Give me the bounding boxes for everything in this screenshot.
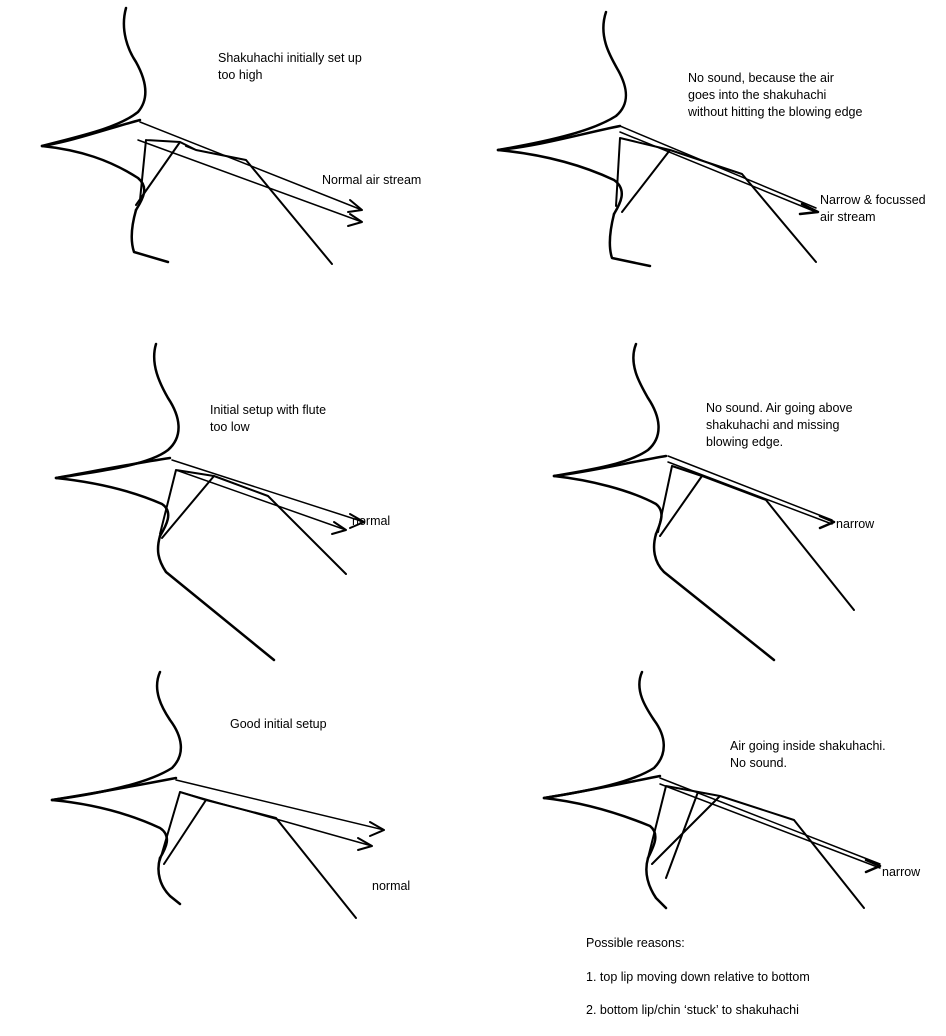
air-stream-top — [620, 126, 816, 208]
stream-label-normal-air-stream: Normal air stream — [322, 172, 421, 189]
panel-too-high: Shakuhachi initially set up too high Nor… — [0, 0, 470, 320]
possible-reasons-note: Possible reasons: 1. top lip moving down… — [586, 918, 810, 1036]
reason-item-1: 1. top lip moving down relative to botto… — [586, 969, 810, 986]
upper-lip — [544, 776, 660, 798]
stream-label-narrow: narrow — [882, 864, 920, 881]
reason-item-2: 2. bottom lip/chin ‘stuck’ to shakuhachi — [586, 1002, 810, 1019]
lower-lip — [56, 478, 168, 536]
chin-profile — [158, 858, 180, 904]
stream-label-normal: normal — [372, 878, 410, 895]
face-profile-upper — [554, 344, 659, 476]
lips-and-flute-drawing — [0, 340, 470, 660]
upper-lip — [56, 458, 170, 478]
upper-lip — [554, 456, 666, 476]
air-stream-top — [660, 778, 880, 864]
lips-and-flute-drawing — [0, 668, 470, 968]
chin-profile — [610, 214, 650, 266]
lips-and-flute-drawing — [470, 0, 940, 270]
lower-lip — [52, 800, 167, 858]
lower-lip — [42, 146, 144, 210]
caption-good-narrow: Air going inside shakuhachi. No sound. — [730, 738, 886, 772]
flute-outline — [648, 786, 864, 908]
air-stream-bottom — [176, 470, 346, 530]
caption-too-high-narrow: No sound, because the air goes into the … — [688, 70, 862, 121]
caption-good: Good initial setup — [230, 716, 327, 733]
air-stream-bottom — [660, 784, 880, 868]
air-stream-top — [140, 122, 362, 210]
chin-profile — [646, 858, 666, 908]
panel-too-low: Initial setup with flute too low normal — [0, 340, 470, 660]
panel-too-low-narrow: No sound. Air going above shakuhachi and… — [470, 340, 940, 660]
upper-lip — [42, 120, 140, 146]
lower-lip — [554, 476, 661, 534]
air-stream-bottom — [668, 462, 832, 524]
upper-lip — [52, 778, 176, 800]
panel-good: Good initial setup normal — [0, 668, 470, 988]
chin-profile — [158, 536, 274, 660]
chin-profile — [654, 534, 774, 660]
lower-lip — [544, 798, 655, 858]
air-stream-bottom — [180, 792, 372, 846]
reasons-title: Possible reasons: — [586, 935, 810, 952]
lips-and-flute-drawing — [0, 0, 470, 270]
flute-outline — [658, 466, 854, 610]
caption-too-low: Initial setup with flute too low — [210, 402, 326, 436]
lower-lip — [498, 150, 622, 214]
stream-label-narrow: narrow — [836, 516, 874, 533]
lips-and-flute-drawing — [470, 668, 940, 908]
lips-and-flute-drawing — [470, 340, 940, 660]
chin-profile — [132, 210, 168, 262]
face-profile-upper — [56, 344, 179, 478]
caption-too-low-narrow: No sound. Air going above shakuhachi and… — [706, 400, 853, 451]
stream-label-normal: normal — [352, 513, 390, 530]
face-profile-upper — [42, 8, 145, 146]
caption-too-high: Shakuhachi initially set up too high — [218, 50, 362, 84]
flute-outline — [160, 792, 356, 918]
stream-label-narrow-focussed: Narrow & focussed air stream — [820, 192, 926, 226]
air-stream-bottom — [620, 132, 816, 212]
panel-too-high-narrow: No sound, because the air goes into the … — [470, 0, 940, 320]
